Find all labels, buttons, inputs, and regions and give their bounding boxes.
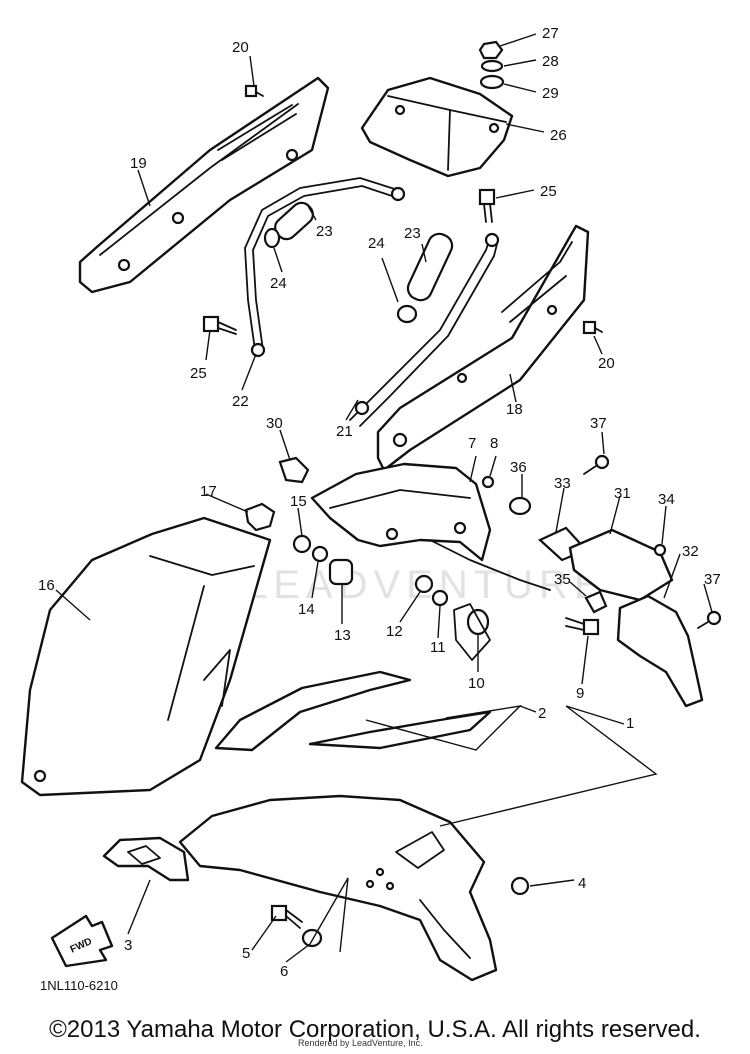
damper-23-right: [406, 232, 454, 302]
diagram-code: 1NL110-6210: [40, 978, 118, 993]
label-26: 26: [550, 127, 567, 144]
fender-emblems-2: [214, 670, 492, 752]
left-side-cover: [78, 76, 330, 294]
label-8: 8: [490, 435, 498, 452]
label-23-right: 23: [404, 225, 421, 242]
label-25-right: 25: [540, 183, 557, 200]
washer-12: [414, 574, 434, 594]
parts-diagram: LEADVENTURE: [20, 25, 722, 993]
label-9: 9: [576, 685, 584, 702]
stay-35: [584, 590, 608, 614]
right-side-cover: [349, 224, 590, 472]
label-34: 34: [658, 491, 675, 508]
rendered-by-notice: Rendered by LeadVenture, Inc.: [298, 1038, 423, 1048]
stay-22: [244, 177, 406, 358]
label-24-right: 24: [368, 235, 385, 252]
nut-14: [311, 545, 329, 563]
label-35: 35: [554, 571, 571, 588]
screw-37-top: [583, 454, 610, 475]
clamp-17: [244, 502, 276, 532]
clip-8: [481, 475, 495, 489]
washer-6: [301, 928, 323, 948]
seat-lock-31: [568, 528, 674, 602]
rear-fender: [178, 794, 498, 982]
bolt-25-right: [478, 188, 496, 223]
collar-13: [328, 558, 354, 586]
leader-lines: [55, 33, 713, 963]
nut-27: [478, 40, 504, 60]
fwd-arrow-icon: FWD: [50, 914, 114, 968]
label-27: 27: [542, 25, 559, 42]
fender-bracket-7: [310, 462, 551, 591]
label-1: 1: [626, 715, 634, 732]
label-24-left: 24: [270, 275, 287, 292]
label-37-right: 37: [704, 571, 721, 588]
label-4: 4: [578, 875, 586, 892]
bracket-32: [616, 594, 704, 708]
nut-11: [431, 589, 449, 607]
label-10: 10: [468, 675, 485, 692]
bolt-5: [270, 904, 303, 929]
screw-37-right: [697, 610, 722, 629]
bolt-9: [565, 617, 600, 636]
nut-34: [653, 543, 667, 557]
collar-24-left: [263, 227, 281, 249]
label-11: 11: [430, 639, 446, 656]
label-14: 14: [298, 601, 315, 618]
label-30: 30: [266, 415, 283, 432]
damper-36: [508, 496, 532, 516]
label-7: 7: [468, 435, 476, 452]
part-number-labels: 1 2 3 4 5 6 7 8 9 10 11 12 13 14 15 16 1…: [38, 25, 721, 980]
collar-24-right: [396, 304, 418, 324]
label-20-right: 20: [598, 355, 615, 372]
label-12: 12: [386, 623, 403, 640]
label-23-left: 23: [316, 223, 333, 240]
label-15: 15: [290, 493, 307, 510]
reflector-3: [102, 836, 190, 882]
label-19: 19: [130, 155, 147, 172]
washer-28: [480, 59, 504, 73]
label-28: 28: [542, 53, 559, 70]
washer-15: [292, 534, 312, 554]
grommet-4: [510, 876, 530, 896]
label-6: 6: [280, 963, 288, 980]
grommet-29: [479, 74, 505, 90]
battery-box-cover: [360, 76, 514, 178]
label-36: 36: [510, 459, 527, 476]
inner-fender: [20, 516, 272, 797]
label-37-top: 37: [590, 415, 607, 432]
label-20-top: 20: [232, 39, 249, 56]
copyright-notice: ©2013 Yamaha Motor Corporation, U.S.A. A…: [49, 1016, 701, 1043]
clip-30: [278, 456, 310, 484]
label-33: 33: [554, 475, 571, 492]
label-29: 29: [542, 85, 559, 102]
bolt-20-right: [582, 320, 603, 335]
label-21: 21: [336, 423, 353, 440]
bolt-20-top: [244, 84, 264, 98]
label-13: 13: [334, 627, 351, 644]
label-18: 18: [506, 401, 523, 418]
label-5: 5: [242, 945, 250, 962]
label-32: 32: [682, 543, 699, 560]
label-16: 16: [38, 577, 55, 594]
label-31: 31: [614, 485, 631, 502]
label-25-left: 25: [190, 365, 207, 382]
label-2: 2: [538, 705, 546, 722]
label-3: 3: [124, 937, 132, 954]
bolt-25-left: [202, 315, 237, 335]
label-17: 17: [200, 483, 217, 500]
label-22: 22: [232, 393, 249, 410]
